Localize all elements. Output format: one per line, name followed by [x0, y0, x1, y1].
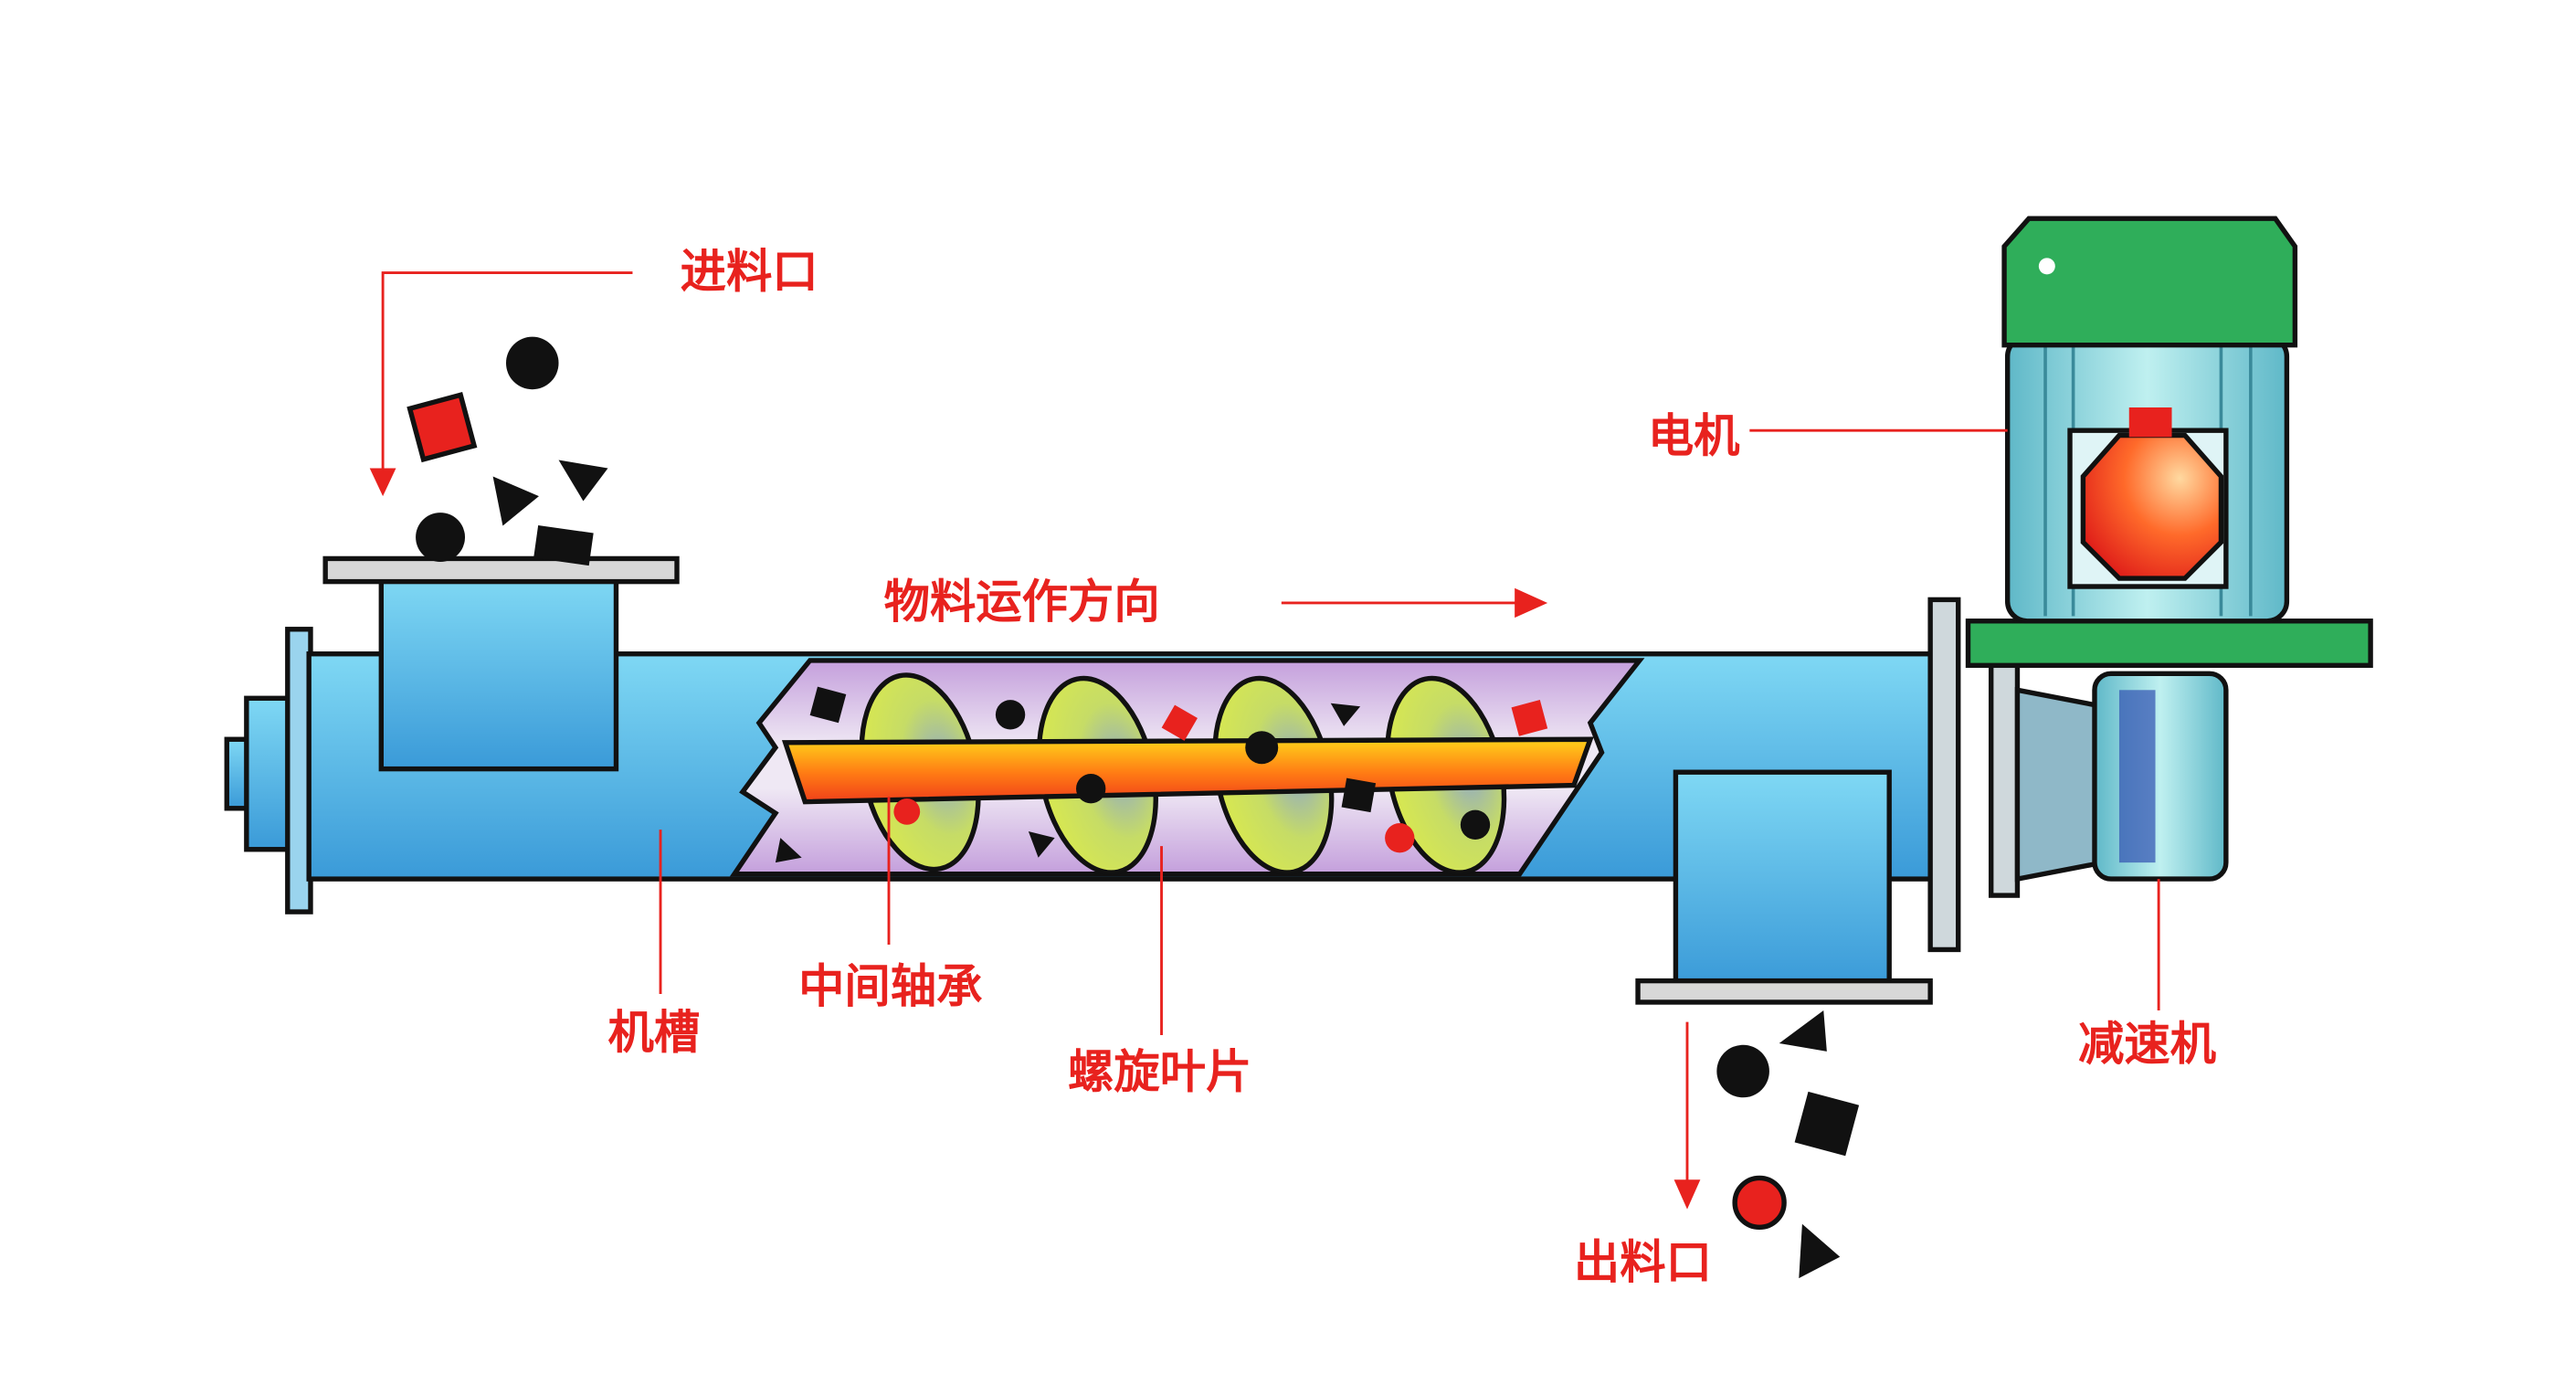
inlet-flange	[322, 555, 680, 585]
particle-square	[1341, 777, 1377, 813]
particle-circle	[1076, 774, 1106, 804]
label-outlet: 出料口	[1574, 1235, 1712, 1289]
reducer	[1988, 662, 2229, 898]
label-reducer: 减速机	[2078, 1017, 2217, 1071]
label-motor: 电机	[1648, 409, 1740, 463]
particle-circle	[893, 798, 921, 825]
label-inlet: 进料口	[681, 245, 818, 299]
particle-triangle	[775, 838, 802, 863]
material-particles-inlet	[406, 336, 608, 566]
inlet-arrowhead	[369, 468, 396, 497]
motor-octagon	[2080, 432, 2224, 581]
particle-square	[1161, 704, 1198, 741]
particle-circle	[1245, 731, 1279, 765]
label-screw-blade: 螺旋叶片	[1068, 1045, 1251, 1099]
end-cap-step	[244, 695, 295, 852]
motor	[1965, 216, 2373, 669]
inlet-box	[378, 576, 619, 772]
label-middle-bearing: 中间轴承	[798, 959, 982, 1013]
material-particles-inside	[775, 686, 1548, 863]
particle-circle	[995, 700, 1026, 730]
label-flow-direction: 物料运作方向	[884, 575, 1160, 629]
flow-arrowhead	[1515, 587, 1548, 618]
particle-triangle	[1330, 703, 1361, 726]
outlet-flange	[1635, 978, 1933, 1005]
particle-square	[1511, 700, 1548, 736]
label-trough: 机槽	[607, 1005, 700, 1059]
material-particles-outlet	[1716, 1010, 1860, 1279]
outlet-arrowhead	[1673, 1179, 1701, 1210]
screw-shaft	[781, 736, 1594, 805]
particle-circle	[1385, 822, 1415, 853]
inlet-arrow	[381, 271, 633, 477]
particle-circle	[1460, 809, 1491, 840]
right-flange	[1927, 597, 1961, 953]
particle-square	[809, 686, 847, 724]
particle-triangle	[1028, 830, 1055, 858]
outlet-box	[1673, 769, 1892, 989]
